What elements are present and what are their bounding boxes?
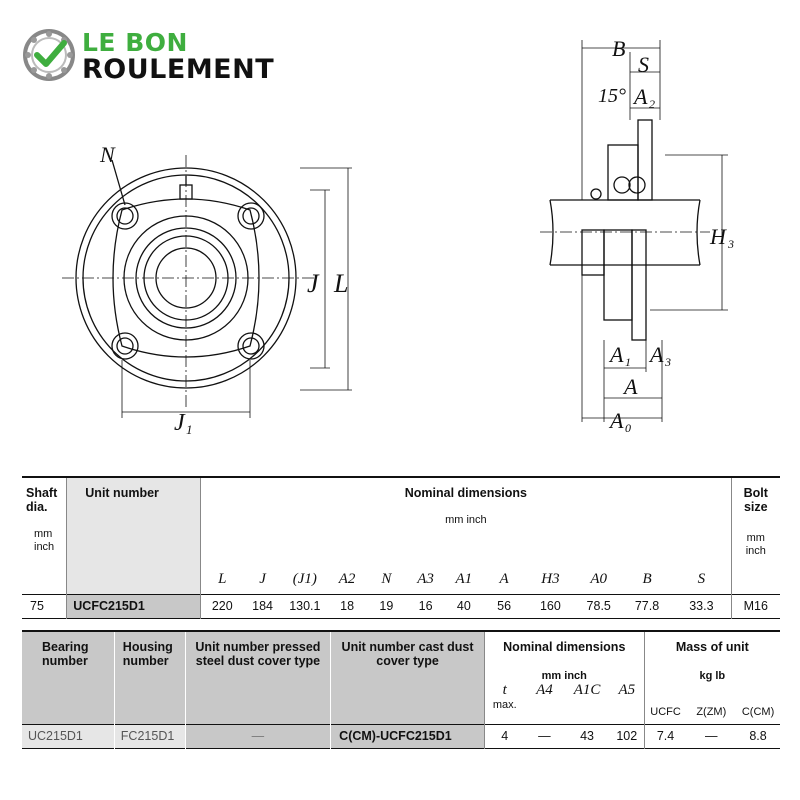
brand-logo: LE BON ROULEMENT <box>22 26 302 88</box>
row-val-n: 19 <box>379 599 394 613</box>
bearing-check-icon <box>23 29 75 81</box>
bearing-number-header: Bearing number <box>22 630 115 724</box>
col-a3: A3 <box>417 570 434 587</box>
label-h3-sub: 3 <box>727 237 734 251</box>
label-a3-sub: 3 <box>664 355 671 369</box>
table-row: UC215D1 FC215D1 — C(CM)-UCFC215D1 4 — 43… <box>22 724 780 748</box>
row-val-a1: 40 <box>456 599 471 613</box>
col-a5: A5 <box>618 682 636 698</box>
label-a1: A <box>608 342 624 367</box>
row-val-l: 220 <box>211 599 233 613</box>
label-b: B <box>612 36 625 61</box>
brand-line2: ROULEMENT <box>82 54 275 85</box>
row-mass-c: 8.8 <box>749 729 767 743</box>
row-val-j: 184 <box>252 599 273 613</box>
label-a2: A <box>632 84 648 109</box>
col-c: C(CM) <box>741 705 775 718</box>
label-s: S <box>638 52 649 77</box>
row-bearing: UC215D1 <box>22 724 115 748</box>
nominal2-header: Nominal dimensions mm inch <box>483 630 645 682</box>
side-view <box>540 40 728 422</box>
row-val-a2: 18 <box>340 599 355 613</box>
row-val-b: 77.8 <box>634 599 660 613</box>
mass-units: kg lb <box>699 670 726 682</box>
row-a5: 102 <box>616 729 638 743</box>
label-angle: 15° <box>598 85 626 107</box>
label-j1-sub: 1 <box>186 422 193 437</box>
cast-type-header: Unit number cast dust cover type <box>330 630 485 724</box>
col-ucfc: UCFC <box>643 682 687 724</box>
front-view <box>62 155 352 418</box>
col-z: Z(ZM) <box>696 705 727 718</box>
nominal-header: Nominal dimensions mm inch <box>200 476 732 526</box>
row-t: 4 <box>483 724 525 748</box>
unit-table: Bearing number Housing number Unit numbe… <box>22 630 780 749</box>
label-a3: A <box>648 342 664 367</box>
row-bolt: M16 <box>730 594 780 618</box>
col-a0: A0 <box>590 570 608 587</box>
mass-header: Mass of unit kg lb <box>643 630 780 682</box>
row-cast: C(CM)-UCFC215D1 <box>330 724 485 748</box>
col-l: L <box>218 570 227 587</box>
housing-number-header: Housing number <box>114 630 186 724</box>
col-a: A <box>499 570 509 587</box>
row-mass-ucfc: 7.4 <box>643 724 687 748</box>
row-val-a3: 16 <box>418 599 433 613</box>
label-a0: A <box>608 408 624 433</box>
row-val-h3: 160 <box>539 599 561 613</box>
pressed-type-header: Unit number pressed steel dust cover typ… <box>185 630 332 724</box>
col-t: t max. <box>483 682 525 724</box>
col-n: N <box>381 570 392 587</box>
row-val-j1: 130.1 <box>289 599 321 613</box>
unit-number-header: Unit number <box>66 476 202 594</box>
col-a1c: A1C <box>573 682 601 698</box>
row-mass-z: — <box>705 729 718 743</box>
col-b: B <box>642 570 652 587</box>
technical-drawing: N J L J 1 B S 15° A 2 H 3 A 1 A 3 A A 0 <box>62 36 734 437</box>
shaft-dia-header: Shaft dia. mm inch <box>22 476 67 594</box>
label-a: A <box>622 374 638 399</box>
brand-line1: LE BON <box>82 28 188 57</box>
t-note: max. <box>492 699 517 711</box>
row-shaft: 75 <box>30 599 44 613</box>
col-h3: H3 <box>541 570 560 587</box>
label-j: J <box>307 269 320 298</box>
label-n: N <box>99 142 116 167</box>
label-a2-sub: 2 <box>649 97 655 111</box>
dimensions-table: Shaft dia. mm inch Unit number Nominal d… <box>22 476 780 619</box>
col-a1: A1 <box>455 570 473 587</box>
nominal-units: mm inch <box>445 514 487 526</box>
row-a4: — <box>538 729 551 743</box>
shaft-units: mm inch <box>34 528 55 553</box>
label-a1-sub: 1 <box>625 355 631 369</box>
row-housing: FC215D1 <box>113 724 186 748</box>
col-j: J <box>259 570 266 587</box>
row-pressed: — <box>184 724 331 748</box>
row-val-s: 33.3 <box>689 599 714 613</box>
row-val-a0: 78.5 <box>586 599 611 613</box>
row-unit: UCFC215D1 <box>66 594 202 618</box>
label-a0-sub: 0 <box>625 421 631 435</box>
label-h3: H <box>709 224 727 249</box>
col-a4: A4 <box>536 682 553 698</box>
row-a1c: 43 <box>580 729 594 743</box>
table-row: 75 UCFC215D1 220 184 130.1 18 19 16 40 5… <box>22 594 780 618</box>
label-j1: J <box>174 410 186 436</box>
col-a2: A2 <box>338 570 356 587</box>
row-val-a: 56 <box>497 599 512 613</box>
col-s: S <box>697 570 706 587</box>
bolt-size-header: Bolt size mm inch <box>730 476 780 594</box>
nominal2-units: mm inch <box>541 670 587 682</box>
label-l: L <box>333 269 348 298</box>
bolt-units: mm inch <box>745 532 766 557</box>
col-j1: (J1) <box>292 570 317 587</box>
